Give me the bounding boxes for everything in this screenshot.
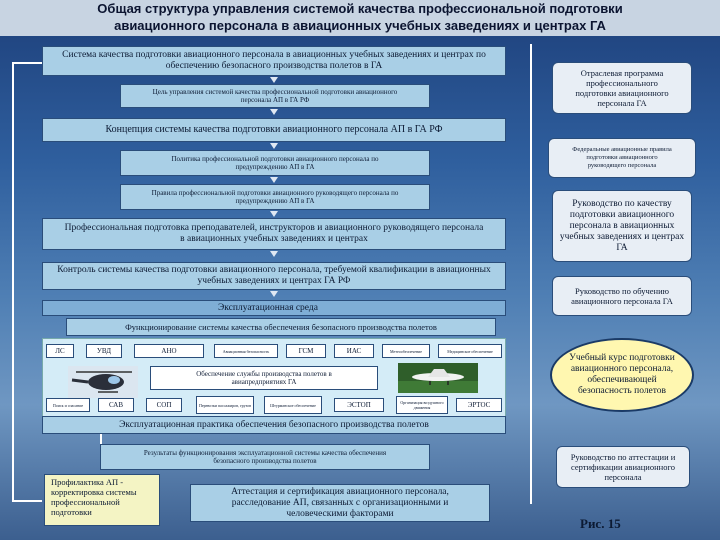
control-box: Контроль системы качества подготовки ави… <box>42 262 506 290</box>
service-meteo: Метеообеспечение <box>382 344 430 358</box>
figure-label: Рис. 15 <box>580 516 621 531</box>
service-uvd: УВД <box>86 344 122 358</box>
results-box: Результаты функционирования эксплуатацио… <box>100 444 430 470</box>
frame-left-line <box>12 62 14 502</box>
attest-guide-box: Руководство по аттестации и сертификации… <box>556 446 690 488</box>
environment-box: Эксплуатационная среда <box>42 300 506 316</box>
service-estop: ЭСТОП <box>334 398 384 412</box>
service-medical: Медицинское обеспечение <box>438 344 502 358</box>
practice-connector <box>100 434 102 446</box>
service-ano: АНО <box>134 344 204 358</box>
training-box: Профессиональная подготовка преподавател… <box>42 218 506 250</box>
support-box: Обеспечение службы производства полетов … <box>150 366 378 390</box>
frame-right-line <box>530 44 532 504</box>
training-guide-box: Руководство по обучению авиационного пер… <box>552 276 692 316</box>
attestation-box: Аттестация и сертификация авиационного п… <box>190 484 490 522</box>
service-ertos: ЭРТОС <box>456 398 502 412</box>
title-line-1: Общая структура управления системой каче… <box>97 1 623 16</box>
service-sop: СОП <box>146 398 182 412</box>
frame-top-line <box>12 62 42 64</box>
arrow-6 <box>270 251 278 257</box>
program-box: Отраслевая программа профессионального п… <box>552 62 692 114</box>
prevention-box: Профилактика АП - корректировка системы … <box>44 474 160 526</box>
functioning-box: Функционирование системы качества обеспе… <box>66 318 496 336</box>
service-transport: Перевозки пассажиров, грузов <box>196 396 254 414</box>
arrow-2 <box>270 109 278 115</box>
arrow-5 <box>270 211 278 217</box>
policy-box: Политика профессиональной подготовки ави… <box>120 150 430 176</box>
arrow-4 <box>270 177 278 183</box>
federal-rules-box: Федеральные авиационные правила подготов… <box>548 138 696 178</box>
service-navigation: Штурманское обеспечение <box>264 396 322 414</box>
service-ls: ЛС <box>46 344 74 358</box>
system-box: Система качества подготовки авиационного… <box>42 46 506 76</box>
rules-box: Правила профессиональной подготовки авиа… <box>120 184 430 210</box>
practice-box: Эксплуатационная практика обеспечения бе… <box>42 416 506 434</box>
service-ias: ИАС <box>334 344 374 358</box>
service-aviation-security: Авиационная безопасность <box>214 344 278 358</box>
concept-box: Концепция системы качества подготовки ав… <box>42 118 506 142</box>
course-oval: Учебный курс подготовки авиационного пер… <box>550 338 694 412</box>
quality-guide-box: Руководство по качеству подготовки авиац… <box>552 190 692 262</box>
service-atc: Организация воздушного движения <box>396 396 448 414</box>
goal-box: Цель управления системой качества профес… <box>120 84 430 108</box>
frame-bottom-line <box>12 500 42 502</box>
helicopter-image <box>68 366 138 398</box>
airplane-image <box>398 363 478 393</box>
arrow-1 <box>270 77 278 83</box>
arrow-3 <box>270 143 278 149</box>
page-title: Общая структура управления системой каче… <box>0 0 720 36</box>
service-gsm: ГСМ <box>286 344 326 358</box>
service-search-rescue: Поиск и спасание <box>46 398 90 412</box>
title-line-2: авиационного персонала в авиационных уче… <box>114 18 606 33</box>
arrow-7 <box>270 291 278 297</box>
service-sav: САВ <box>98 398 134 412</box>
